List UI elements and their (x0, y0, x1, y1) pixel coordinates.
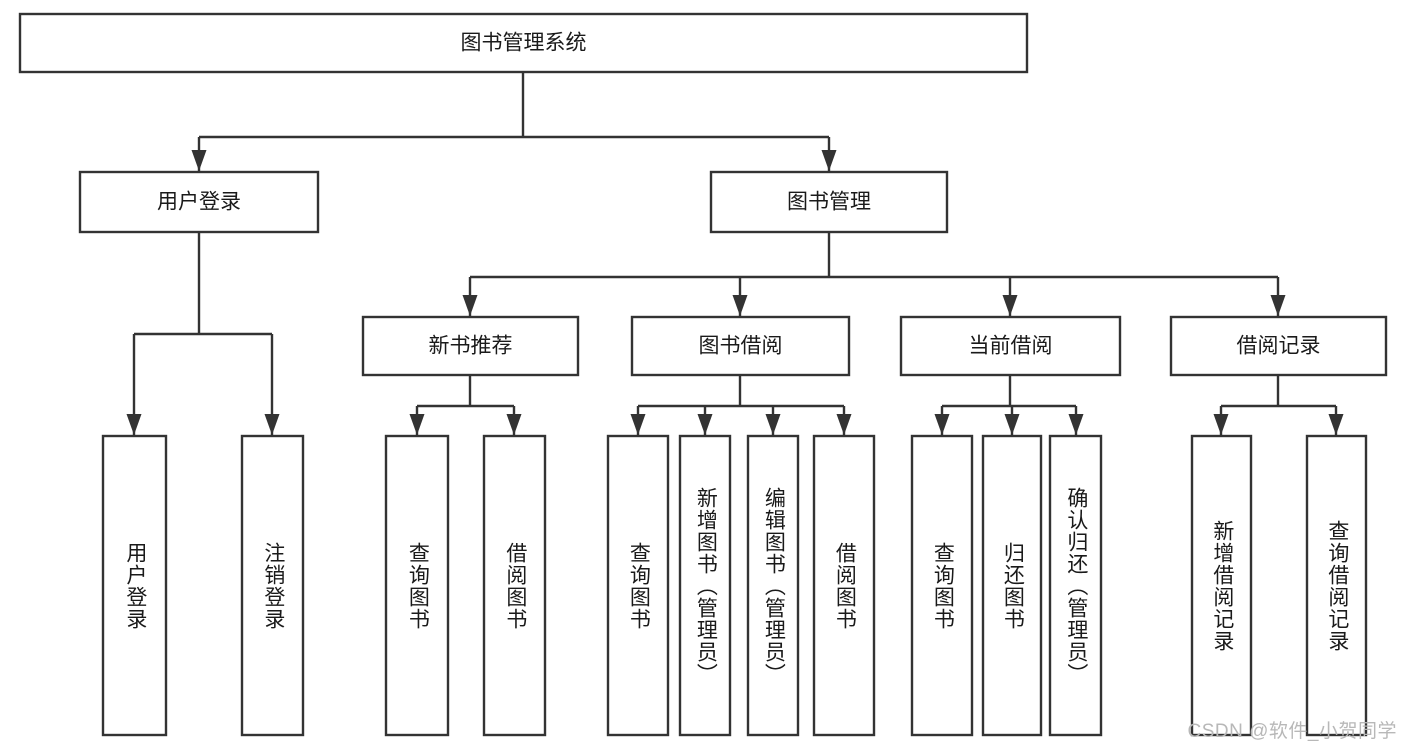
node-box-user-login[interactable] (78, 170, 320, 234)
arrow-head-icon (191, 150, 207, 171)
arrow-head-icon (1004, 414, 1020, 435)
watermark-text: CSDN @软件_小贺同学 (1187, 721, 1397, 742)
node-box-borrow-record[interactable] (1169, 315, 1388, 377)
node-box-leaf-query-book-2[interactable] (606, 434, 670, 737)
arrow-head-icon (1068, 414, 1084, 435)
node-box-leaf-logout[interactable] (240, 434, 305, 737)
node-box-new-book-rec[interactable] (361, 315, 580, 377)
arrow-head-icon (462, 295, 478, 316)
node-box-book-borrow[interactable] (630, 315, 851, 377)
arrow-head-icon (1270, 295, 1286, 316)
arrow-head-icon (126, 414, 142, 435)
node-box-leaf-return-book[interactable] (981, 434, 1043, 737)
node-box-leaf-add-book[interactable] (678, 434, 732, 737)
arrow-head-icon (821, 150, 837, 171)
arrow-head-icon (697, 414, 713, 435)
arrow-head-icon (1213, 414, 1229, 435)
node-label-new-book-rec: 新书推荐 (429, 335, 513, 358)
node-box-layer (18, 12, 1388, 737)
connector-layer (126, 72, 1344, 435)
node-box-leaf-query-book-3[interactable] (910, 434, 974, 737)
node-box-root[interactable] (18, 12, 1029, 74)
node-box-leaf-query-record[interactable] (1305, 434, 1368, 737)
node-box-current-borrow[interactable] (899, 315, 1122, 377)
node-box-book-manage[interactable] (709, 170, 949, 234)
node-box-leaf-add-record[interactable] (1190, 434, 1253, 737)
node-box-leaf-query-book-1[interactable] (384, 434, 450, 737)
arrow-head-icon (1328, 414, 1344, 435)
node-box-leaf-borrow-book-1[interactable] (482, 434, 547, 737)
arrow-head-icon (630, 414, 646, 435)
node-label-root: 图书管理系统 (461, 32, 587, 55)
arrow-head-icon (934, 414, 950, 435)
node-box-leaf-user-login[interactable] (101, 434, 168, 737)
node-label-book-manage: 图书管理 (787, 191, 871, 214)
node-box-leaf-edit-book[interactable] (746, 434, 800, 737)
arrow-head-icon (264, 414, 280, 435)
arrow-head-icon (732, 295, 748, 316)
arrow-head-icon (836, 414, 852, 435)
node-box-leaf-confirm-return[interactable] (1048, 434, 1103, 737)
node-label-book-borrow: 图书借阅 (699, 335, 783, 358)
node-label-user-login: 用户登录 (157, 191, 241, 214)
node-label-borrow-record: 借阅记录 (1237, 335, 1321, 358)
arrow-head-icon (409, 414, 425, 435)
node-label-current-borrow: 当前借阅 (969, 335, 1053, 358)
arrow-head-icon (506, 414, 522, 435)
arrow-head-icon (765, 414, 781, 435)
node-box-leaf-borrow-book-2[interactable] (812, 434, 876, 737)
arrow-head-icon (1002, 295, 1018, 316)
